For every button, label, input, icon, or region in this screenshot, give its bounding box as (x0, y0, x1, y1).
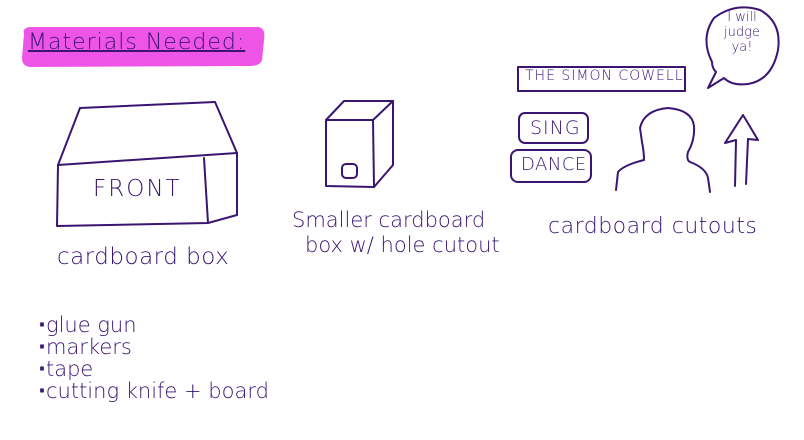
smaller-box-caption-line2: box w/ hole cutout (305, 233, 500, 257)
smaller-box-drawing (325, 100, 394, 188)
list-item: cutting knife + board (38, 380, 269, 402)
speech-bubble (705, 6, 780, 89)
simon-sign-frame (517, 66, 686, 92)
list-item: markers (38, 336, 269, 358)
dance-sign-frame (510, 149, 592, 183)
box-front-label: FRONT (93, 176, 182, 202)
speech-bubble-text: I will judge ya! (724, 10, 760, 55)
dance-sign-text: DANCE (521, 154, 587, 175)
supplies-list: glue gun markers tape cutting knife + bo… (38, 314, 269, 402)
title-highlight (22, 27, 265, 67)
cardboard-box-caption: cardboard box (57, 244, 230, 270)
sing-sign-text: SING (530, 117, 581, 139)
simon-sign-text: THE SIMON COWELL (525, 68, 684, 84)
cutouts-caption: cardboard cutouts (548, 214, 758, 239)
smaller-box-caption-line1: Smaller cardboard (292, 208, 486, 232)
list-item: glue gun (38, 314, 269, 336)
cardboard-box-drawing (56, 101, 238, 227)
silhouette-cutout (615, 107, 711, 193)
arrow-cutout (724, 114, 759, 187)
page-title: Materials Needed: (28, 30, 246, 55)
sing-sign-frame (518, 112, 589, 144)
list-item: tape (38, 358, 269, 380)
